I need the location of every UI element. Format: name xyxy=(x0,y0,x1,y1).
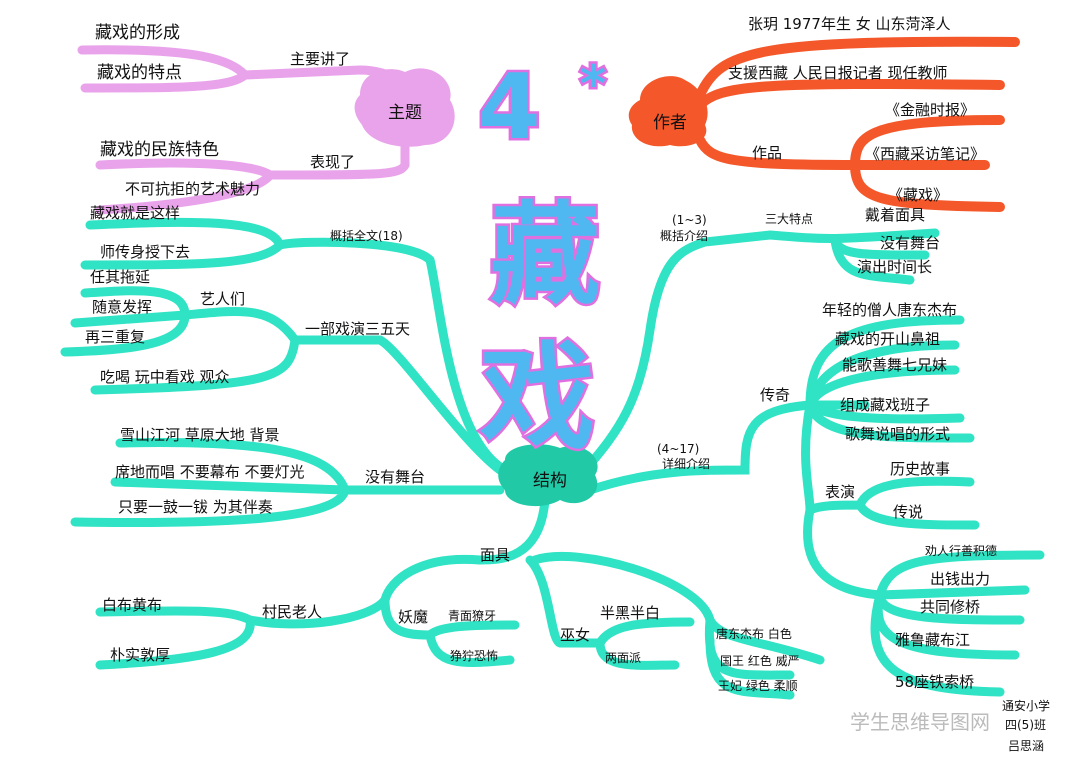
leaf: 藏戏的开山鼻祖 xyxy=(835,330,941,348)
theme-branch-label: 表现了 xyxy=(310,153,356,171)
leaf: 戴着面具 xyxy=(865,206,926,224)
leaf: 两面派 xyxy=(605,651,642,665)
credit-school: 通安小学 xyxy=(1002,699,1051,713)
leaf: 没有舞台 xyxy=(880,234,941,252)
leaf: 朴实敦厚 xyxy=(110,646,171,664)
title-star: * xyxy=(577,53,608,116)
work: 《藏戏》 xyxy=(888,186,949,204)
credit-name: 吕思涵 xyxy=(1008,739,1045,753)
branch-label: 表演 xyxy=(825,483,856,501)
leaf: 席地而唱 不要幕布 不要灯光 xyxy=(115,463,305,481)
branch-label: 概括全文(18) xyxy=(330,229,403,243)
author-node: 作者 xyxy=(653,112,687,133)
author-works-label: 作品 xyxy=(752,144,783,162)
leaf: 藏戏的形成 xyxy=(95,23,180,43)
leaf: 雅鲁藏布江 xyxy=(895,631,971,649)
author-info: 支援西藏 人民日报记者 现任教师 xyxy=(728,64,948,82)
branch-label: 没有舞台 xyxy=(365,468,426,486)
leaf: 58座铁索桥 xyxy=(895,673,975,691)
leaf: 唐东杰布 白色 xyxy=(716,627,792,641)
title-number: 4 xyxy=(476,53,544,163)
branch-label: 巫女 xyxy=(560,626,591,644)
leaf: 组成藏戏班子 xyxy=(840,396,931,414)
range-label: (1~3) xyxy=(672,213,707,227)
branch-label: 概括介绍 xyxy=(660,229,709,243)
leaf: 歌舞说唱的形式 xyxy=(845,425,951,443)
branch-label: 传奇 xyxy=(760,386,791,404)
title-char-1: 藏 xyxy=(488,189,603,322)
structure-node: 结构 xyxy=(533,470,567,491)
leaf: 藏戏的特点 xyxy=(97,63,182,83)
leaf: 年轻的僧人唐东杰布 xyxy=(822,301,958,319)
work: 《金融时报》 xyxy=(885,101,976,119)
leaf: 只要一鼓一钹 为其伴奏 xyxy=(118,498,273,516)
work: 《西藏采访笔记》 xyxy=(865,145,986,163)
leaf: 青面獠牙 xyxy=(448,609,497,623)
theme-node-shape xyxy=(354,68,455,147)
author-branches xyxy=(695,36,1020,212)
leaf: 藏戏的民族特色 xyxy=(100,140,219,160)
branch-label: 妖魔 xyxy=(398,608,429,626)
leaf: 吃喝 玩中看戏 观众 xyxy=(100,368,230,386)
structure-branches xyxy=(60,217,1045,700)
leaf: 雪山江河 草原大地 背景 xyxy=(120,426,280,444)
leaf: 任其拖延 xyxy=(90,268,151,286)
leaf: 再三重复 xyxy=(85,328,146,346)
leaf: 历史故事 xyxy=(890,460,951,478)
leaf: 王妃 绿色 柔顺 xyxy=(718,679,798,693)
watermark: 学生思维导图网 xyxy=(850,710,990,734)
leaf: 随意发挥 xyxy=(92,298,153,316)
leaf: 传说 xyxy=(893,503,924,521)
structure-node-shape xyxy=(498,444,598,507)
title-char-2: 戏 xyxy=(477,329,597,468)
theme-node: 主题 xyxy=(388,102,422,123)
author-info: 张玥 1977年生 女 山东菏泽人 xyxy=(748,15,951,33)
branch-label: 详细介绍 xyxy=(662,457,711,471)
leaf: 劝人行善积德 xyxy=(925,544,998,558)
branch-label: 面具 xyxy=(480,546,511,564)
leaf: 国王 红色 威严 xyxy=(720,654,800,668)
leaf: 狰狞恐怖 xyxy=(450,649,499,663)
leaf: 出钱出力 xyxy=(930,570,991,588)
leaf: 共同修桥 xyxy=(920,598,981,616)
leaf: 能歌善舞七兄妹 xyxy=(842,356,948,374)
branch-label: 村民老人 xyxy=(262,603,323,621)
author-node-shape xyxy=(628,76,708,147)
branch-label: 三大特点 xyxy=(765,212,814,226)
leaf: 不可抗拒的艺术魅力 xyxy=(125,180,261,198)
leaf: 藏戏就是这样 xyxy=(90,204,181,222)
leaf: 白布黄布 xyxy=(102,596,163,614)
leaf: 师传身授下去 xyxy=(100,243,191,261)
range-label: (4~17) xyxy=(657,442,700,456)
branch-label: 艺人们 xyxy=(200,290,246,308)
leaf: 演出时间长 xyxy=(857,258,933,276)
theme-branch-label: 主要讲了 xyxy=(290,50,351,68)
branch-label: 一部戏演三五天 xyxy=(305,320,411,338)
credit-class: 四(5)班 xyxy=(1005,718,1046,732)
leaf: 半黑半白 xyxy=(600,604,661,622)
